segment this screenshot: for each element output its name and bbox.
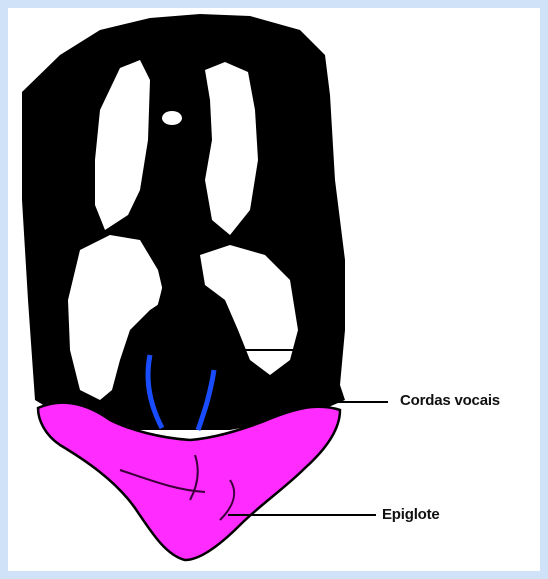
- white-speck: [162, 111, 182, 125]
- vocal-cords-label: Cordas vocais: [400, 392, 500, 409]
- right-fold: [205, 62, 258, 235]
- epiglottis-label: Epiglote: [382, 506, 440, 523]
